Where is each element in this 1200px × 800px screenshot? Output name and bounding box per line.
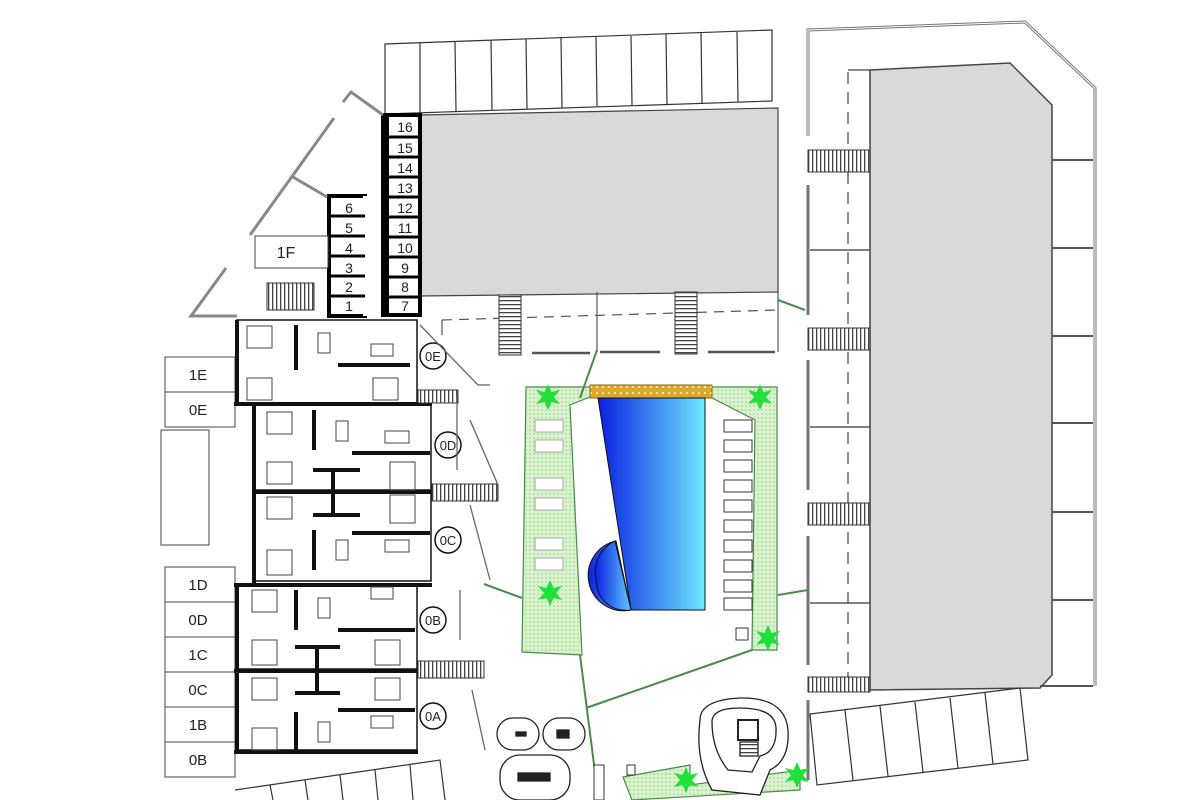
courtyard-lines [441, 292, 779, 355]
storage-label: 10 [397, 240, 413, 256]
gate [593, 764, 605, 800]
apartment-walls [234, 320, 432, 754]
storage-label: 2 [345, 279, 353, 295]
pool-deck [589, 384, 713, 399]
storage-label: 5 [345, 220, 353, 236]
unit-label: 0E [189, 402, 207, 419]
storage-label: 6 [345, 200, 353, 216]
storage-label: 15 [397, 140, 413, 156]
storage-label: 8 [401, 279, 409, 295]
storage-label: 13 [397, 180, 413, 196]
unit-label: 0B [189, 752, 207, 769]
storage-label: 3 [345, 260, 353, 276]
storage-block-right [381, 113, 422, 317]
stairs-1f [266, 282, 315, 311]
apartment-tag: 0E [425, 349, 441, 364]
building-right [869, 62, 1053, 691]
apartment-tag: 0B [425, 613, 441, 628]
building-center [419, 107, 779, 297]
stairs-right [807, 149, 871, 693]
apartment-tag: 0C [440, 533, 457, 548]
unit-label: 1B [189, 717, 207, 734]
unit-label: 1E [189, 367, 207, 384]
apartment-tag: 0A [425, 709, 441, 724]
storage-label: 4 [345, 240, 353, 256]
unit-label: 1C [188, 647, 207, 664]
sun-loungers [534, 419, 753, 641]
apartment-tags [419, 342, 462, 730]
storage-label: 11 [398, 220, 413, 236]
storage-label: 16 [397, 119, 413, 135]
apartment-block [236, 319, 432, 751]
building-1f [254, 235, 329, 269]
parking-right-column [1040, 159, 1093, 687]
storage-label: 14 [397, 160, 413, 176]
unit-label: 0D [188, 612, 207, 629]
left-labels-upper [160, 356, 236, 778]
play-area [496, 697, 789, 800]
apartment-stairs [417, 389, 499, 679]
unit-label: 1D [188, 577, 207, 594]
apartment-tag: 0D [440, 438, 457, 453]
parking-row-top [384, 29, 773, 115]
storage-label: 9 [401, 260, 409, 276]
perimeter-walls-left [188, 89, 384, 318]
swimming-pool [587, 397, 706, 612]
storage-label: 1 [345, 298, 353, 314]
unit-label: 0C [188, 682, 207, 699]
storage-label: 7 [401, 298, 409, 314]
stairs-center-left [498, 294, 522, 356]
stairs-center-right [674, 291, 698, 355]
parking-row-bottom-right [809, 687, 1029, 786]
parking-row-bottom-left [234, 759, 446, 800]
building-1f-label: 1F [277, 245, 296, 262]
storage-label: 12 [397, 200, 413, 216]
